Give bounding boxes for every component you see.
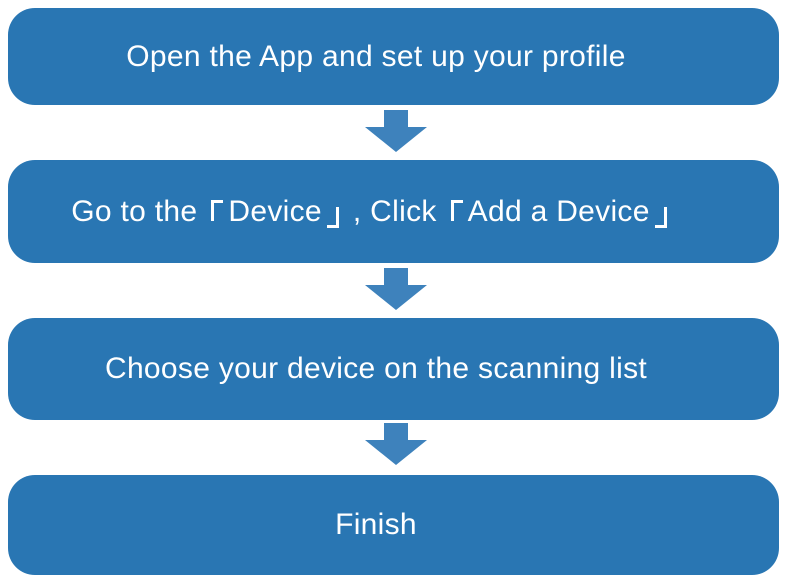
step-add-device-text-middle: , Click — [352, 194, 437, 228]
corner-bracket-open-icon — [450, 199, 463, 221]
corner-bracket-close-icon — [326, 206, 339, 228]
corner-bracket-open-icon — [211, 199, 224, 221]
step-choose-device-label: Choose your device on the scanning list — [104, 352, 648, 385]
step-add-device-term-add: Add a Device — [467, 194, 650, 228]
down-arrow-icon — [365, 423, 427, 465]
step-open-app: Open the App and set up your profile — [8, 8, 779, 105]
step-finish: Finish — [8, 475, 779, 575]
down-arrow-icon — [365, 268, 427, 310]
step-choose-device: Choose your device on the scanning list — [8, 318, 779, 420]
step-add-device-text-before: Go to the — [71, 194, 198, 228]
corner-bracket-close-icon — [654, 206, 667, 228]
step-add-device: Go to the Device , Click Add a Device — [8, 160, 779, 263]
step-open-app-label: Open the App and set up your profile — [126, 39, 626, 73]
step-add-device-term-device: Device — [228, 194, 322, 228]
step-add-device-label: Go to the Device , Click Add a Device — [71, 195, 680, 229]
down-arrow-icon — [365, 110, 427, 152]
step-finish-label: Finish — [335, 508, 417, 541]
